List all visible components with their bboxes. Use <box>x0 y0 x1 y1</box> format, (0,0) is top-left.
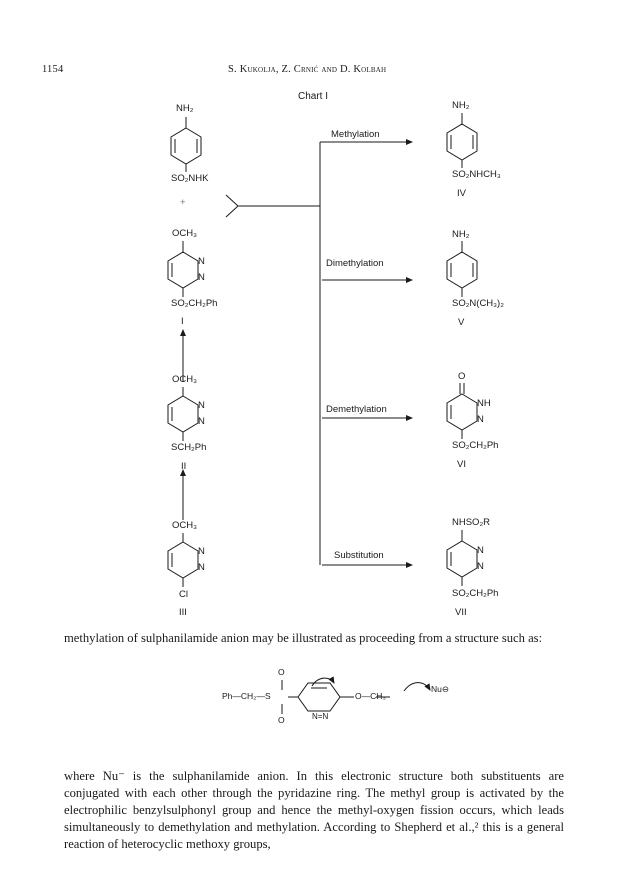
page-number: 1154 <box>42 64 64 75</box>
compound-V-amine-label: NH₂ <box>452 229 470 240</box>
compound-II-methoxy-label: OCH₃ <box>172 374 197 385</box>
compound-VII-sulfonamido-label: NHSO₂R <box>452 517 490 528</box>
structure-benzylsulphonyl-label: Ph—CH₂—S <box>222 691 271 701</box>
body-paragraph-1: methylation of sulphanilamide anion may … <box>64 631 543 645</box>
compound-V-sulfonamide-label: SO₂N(CH₃)₂ <box>452 298 504 309</box>
compound-VII-sulfonyl-label: SO₂CH₂Ph <box>452 588 499 599</box>
brace-combine <box>225 194 239 218</box>
compound-III-numeral: III <box>179 607 187 618</box>
compound-VI-oxo-label: O <box>458 371 466 382</box>
sulphanilamide-sulfonyl-label: SO₂NHK <box>171 173 209 184</box>
reaction-label-dimethylation: Dimethylation <box>326 258 384 269</box>
body-paragraph-2: where Nu⁻ is the sulphanilamide anion. I… <box>64 769 564 851</box>
compound-I-sulfonyl-label: SO₂CH₂Ph <box>171 298 218 309</box>
sulphanilamide-amine-label: NH₂ <box>176 103 194 114</box>
compound-I-numeral: I <box>181 316 184 327</box>
structure-nn-label: N=N <box>312 712 329 721</box>
structure-oxygen-bottom: O <box>278 715 285 725</box>
compound-VI-sulfonyl-label: SO₂CH₂Ph <box>452 440 499 451</box>
compound-II-thio-label: SCH₂Ph <box>171 442 207 453</box>
structure-oxygen-top: O <box>278 667 285 677</box>
compound-IV-numeral: IV <box>457 188 466 199</box>
compound-VII-n1-label: N <box>477 545 484 556</box>
compound-V-numeral: V <box>458 317 465 328</box>
compound-I-n1-label: N <box>198 256 205 267</box>
running-header-authors: S. Kukolja, Z. Crnić and D. Kolbah <box>228 64 387 75</box>
reaction-label-demethylation: Demethylation <box>326 404 387 415</box>
compound-I-n2-label: N <box>198 272 205 283</box>
structure-methoxy-label: O—CH₃ <box>355 691 386 701</box>
compound-III-chloro-label: Cl <box>179 589 188 600</box>
compound-VI-nh-label: NH <box>477 398 491 409</box>
compound-IV-sulfonamide-label: SO₂NHCH₃ <box>452 169 501 180</box>
compound-VI-numeral: VI <box>457 459 466 470</box>
compound-VII-numeral: VII <box>455 607 467 618</box>
compound-III-n2-label: N <box>198 562 205 573</box>
compound-III-n1-label: N <box>198 546 205 557</box>
structure-nucleophile-label: Nu⊖ <box>431 684 449 694</box>
reaction-label-methylation: Methylation <box>331 129 380 140</box>
compound-III-methoxy-label: OCH₃ <box>172 520 197 531</box>
compound-VII-n2-label: N <box>477 561 484 572</box>
chart-title: Chart I <box>298 91 329 102</box>
compound-II-n1-label: N <box>198 400 205 411</box>
compound-II-numeral: II <box>181 461 187 472</box>
compound-I-methoxy-label: OCH₃ <box>172 228 197 239</box>
compound-II-n2-label: N <box>198 416 205 427</box>
plus-sign: + <box>180 197 186 208</box>
compound-VI-n-label: N <box>477 414 484 425</box>
compound-IV-amine-label: NH₂ <box>452 100 470 111</box>
reaction-label-substitution: Substitution <box>334 550 384 561</box>
